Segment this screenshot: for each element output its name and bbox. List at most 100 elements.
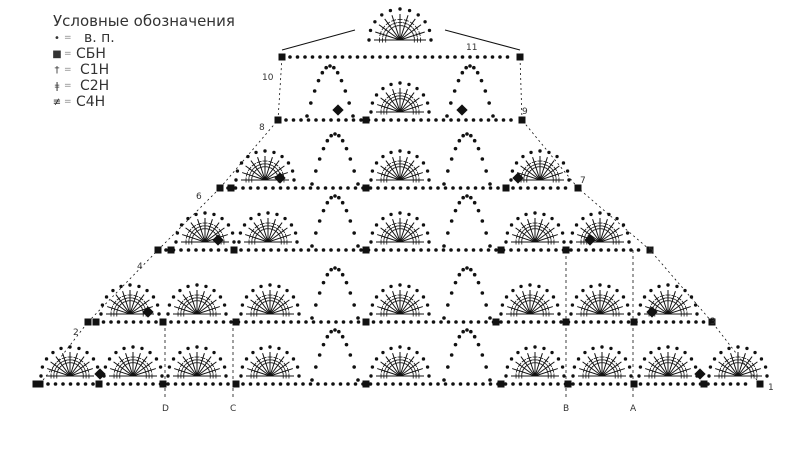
stitch-bar	[556, 171, 560, 177]
chain-dot	[259, 320, 263, 324]
stitch-bar	[381, 25, 386, 31]
stitch-bar	[257, 163, 263, 166]
chain-dot	[291, 118, 296, 122]
stitch-bar	[190, 230, 194, 235]
stitch-bar	[615, 362, 620, 368]
chain-dot	[600, 345, 604, 349]
chain-dot	[306, 248, 311, 252]
stitch-bar	[270, 225, 276, 228]
sc-square	[630, 318, 638, 326]
chain-dot	[560, 365, 565, 369]
stitch-bar	[521, 294, 527, 298]
chain-dot	[194, 248, 198, 252]
chain-dot	[619, 320, 623, 324]
chain-dot	[607, 284, 611, 289]
stitch-bar	[517, 228, 522, 234]
square-icon: ■	[52, 48, 62, 60]
sc-square	[497, 246, 505, 254]
chain-dot	[131, 345, 135, 349]
chain-dot	[571, 382, 575, 386]
stitch-bar	[379, 31, 382, 37]
chain-dot	[743, 382, 748, 386]
stitch-bar	[391, 222, 397, 226]
chain-dot	[286, 161, 291, 165]
chain-dot	[374, 118, 378, 122]
chain-dot	[581, 288, 585, 293]
stitch-bar	[385, 364, 389, 369]
stitch-bar	[382, 300, 387, 306]
sc-diamond	[512, 172, 524, 184]
stitch-bar	[543, 358, 549, 363]
stitch-bar	[408, 224, 414, 229]
fan-stitch	[399, 89, 408, 113]
stitch-bar	[618, 367, 622, 373]
chain-dot	[246, 154, 250, 159]
chain-dot	[445, 114, 449, 118]
stitch-bar	[586, 296, 592, 301]
chain-dot	[578, 382, 583, 386]
stitch-bar	[411, 230, 415, 235]
stitch-bar	[518, 299, 523, 303]
chain-dot	[285, 288, 289, 293]
row-number: 4	[137, 262, 143, 272]
chain-dot	[329, 118, 333, 122]
chain-dot	[556, 382, 560, 386]
chain-dot	[438, 55, 442, 59]
stitch-bar	[261, 356, 267, 360]
stitch-bar	[650, 362, 655, 368]
fan-shell	[571, 345, 633, 379]
stitch-bar	[273, 162, 279, 167]
stitch-bar	[110, 305, 114, 311]
legend-item-sc: ■=СБН	[50, 46, 235, 62]
chain-dot	[234, 178, 238, 182]
fan-stitch	[667, 294, 683, 315]
stitch-bar	[248, 233, 252, 239]
fan-stitch	[196, 368, 220, 377]
chain-dot	[407, 82, 411, 87]
chain-dot	[333, 194, 337, 198]
chain-dot	[383, 186, 388, 190]
fan-stitch	[267, 219, 276, 243]
stitch-bar	[278, 358, 284, 363]
chain-dot	[524, 248, 528, 252]
stitch-bar	[542, 163, 548, 166]
chain-dot	[510, 169, 515, 173]
stitch-bar	[392, 163, 398, 166]
fan-stitch	[377, 234, 401, 243]
stitch-bar	[284, 368, 287, 374]
legend-label: в. п.	[84, 30, 115, 46]
fan-stitch	[723, 356, 739, 377]
fan-stitch	[385, 294, 401, 315]
chain-dot	[636, 248, 641, 252]
chain-dot	[449, 118, 453, 122]
stitch-bar	[53, 368, 56, 374]
stitch-bar	[247, 166, 252, 172]
chain-dot	[310, 182, 314, 186]
chain-dot	[572, 365, 577, 369]
stitch-bar	[582, 300, 587, 306]
chain-dot	[376, 382, 380, 386]
sc-diamond	[584, 234, 596, 246]
chain-dot	[271, 186, 275, 190]
stitch-bar	[607, 227, 612, 231]
stitch-bar	[385, 302, 389, 307]
chain-dot	[295, 240, 299, 244]
stitch-bar	[286, 305, 290, 311]
stitch-bar	[147, 368, 150, 374]
fan-stitch	[267, 234, 291, 243]
stitch-bar	[402, 22, 408, 25]
stitch-bar	[609, 361, 614, 365]
chain-dot	[551, 295, 556, 299]
chain-dot	[283, 216, 287, 221]
chain-dot	[589, 212, 593, 217]
chain-dot	[389, 150, 393, 155]
row-number: 6	[196, 192, 202, 202]
chain-dot	[436, 186, 440, 190]
chain-dot	[465, 328, 469, 332]
stitch-bar	[77, 361, 82, 365]
fan-stitch	[534, 361, 555, 377]
chain-dot	[488, 378, 492, 382]
fan-stitch	[534, 234, 558, 243]
chain-dot	[464, 248, 468, 252]
stitch-bar	[754, 367, 758, 373]
